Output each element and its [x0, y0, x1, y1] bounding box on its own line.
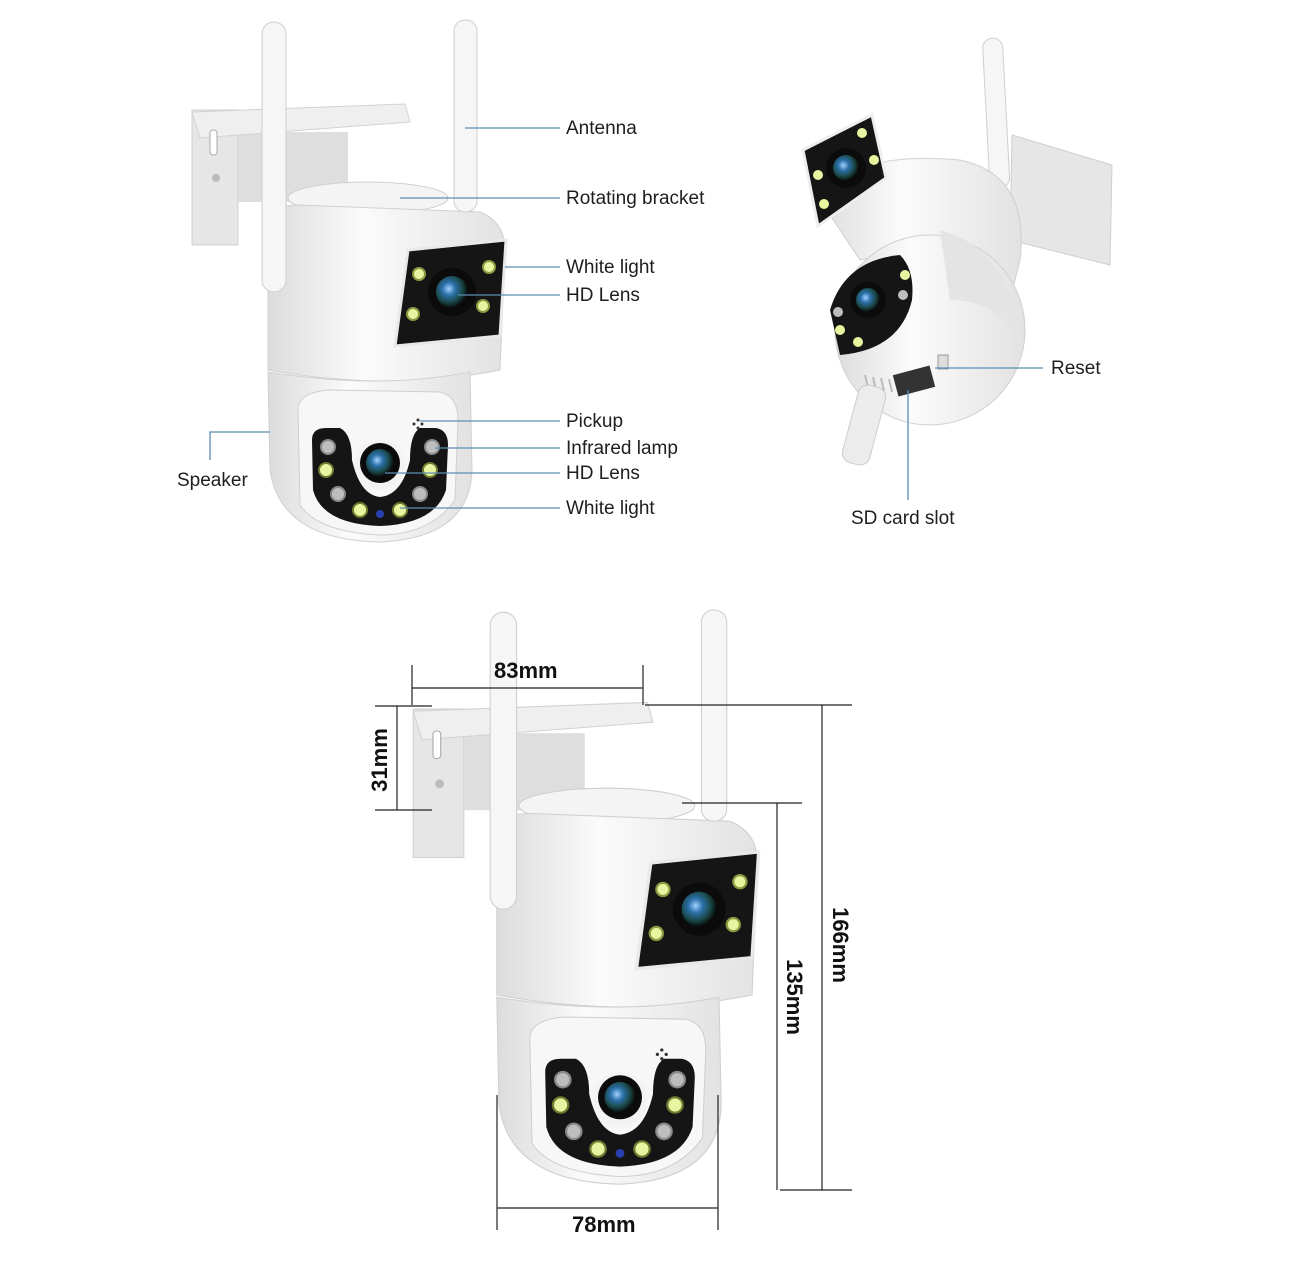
front-view-camera [190, 18, 508, 544]
dimension-body-width: 78mm [572, 1212, 636, 1237]
dimension-lines [375, 665, 852, 1230]
dimension-bracket-height: 31mm [366, 728, 392, 792]
callout-white-light-lower: White light [566, 498, 655, 519]
dimension-total-height: 166mm [827, 907, 853, 983]
callout-white-light-upper: White light [566, 257, 655, 278]
callout-antenna: Antenna [566, 118, 637, 139]
callout-sd-card-slot: SD card slot [851, 508, 955, 529]
callout-rotating-bracket: Rotating bracket [566, 188, 705, 209]
dimension-bracket-width: 83mm [494, 658, 558, 683]
dimension-body-height: 135mm [781, 959, 807, 1035]
callout-speaker: Speaker [177, 470, 248, 491]
callout-reset: Reset [1051, 358, 1101, 379]
callout-infrared-lamp: Infrared lamp [566, 438, 678, 459]
callout-pickup: Pickup [566, 411, 624, 432]
callout-hd-lens-lower: HD Lens [566, 463, 640, 484]
dimension-view-camera [411, 608, 761, 1186]
side-view-camera [801, 37, 1113, 466]
callout-leader-lines [209, 127, 1043, 509]
callout-hd-lens-upper: HD Lens [566, 285, 640, 306]
